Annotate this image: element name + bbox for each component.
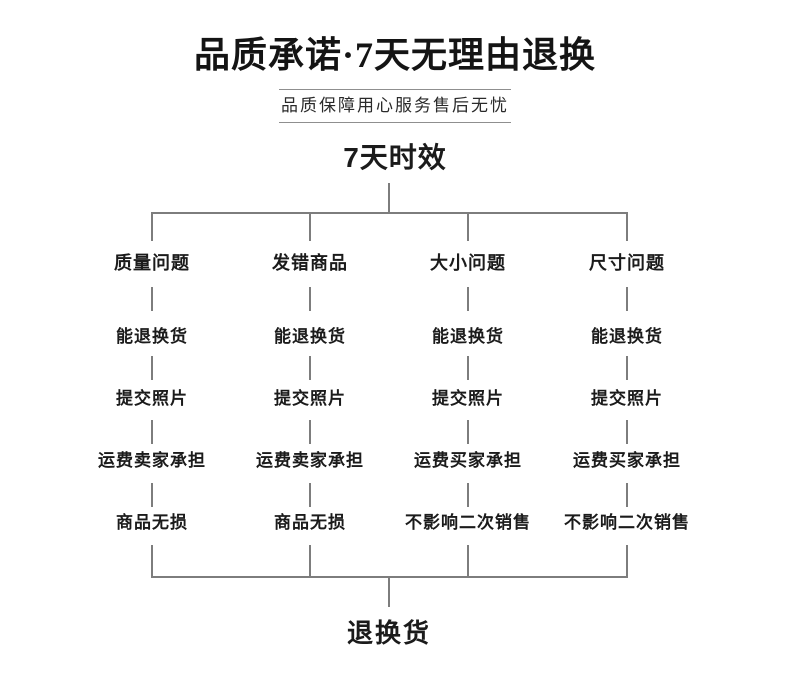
connector-line — [309, 356, 311, 380]
connector-line — [309, 287, 311, 311]
connector-tick-col3 — [467, 214, 469, 241]
flow-column-header: 大小问题 — [430, 253, 506, 273]
connector-line — [626, 287, 628, 311]
flow-column-header: 尺寸问题 — [589, 253, 665, 273]
page-subtitle: 品质保障用心服务售后无忧 — [279, 89, 511, 124]
connector-line — [151, 287, 153, 311]
connector-line — [467, 420, 469, 444]
connector-line — [467, 356, 469, 380]
flow-step: 不影响二次销售 — [564, 513, 690, 532]
flow-step: 运费卖家承担 — [256, 451, 364, 470]
page-title: 品质承诺·7天无理由退换 — [193, 35, 596, 75]
connector-line — [626, 545, 628, 576]
connector-line — [626, 420, 628, 444]
connector-line — [151, 356, 153, 380]
connector-line — [467, 287, 469, 311]
connector-tick-col2 — [309, 214, 311, 241]
flow-step: 能退换货 — [591, 327, 663, 346]
flow-column-header: 质量问题 — [114, 253, 190, 273]
connector-line — [151, 420, 153, 444]
flow-step: 提交照片 — [116, 389, 188, 408]
flow-step: 提交照片 — [432, 389, 504, 408]
connector-result-drop — [388, 576, 390, 607]
connector-tick-col1 — [151, 214, 153, 241]
connector-line — [467, 545, 469, 576]
connector-tick-col4 — [626, 214, 628, 241]
connector-root-drop — [388, 183, 390, 212]
flow-step: 运费卖家承担 — [98, 451, 206, 470]
connector-line — [309, 545, 311, 576]
connector-branch-top — [151, 212, 628, 214]
connector-line — [309, 483, 311, 507]
flow-root-label: 7天时效 — [343, 142, 447, 173]
connector-line — [626, 356, 628, 380]
flow-step: 运费买家承担 — [414, 451, 522, 470]
flow-step: 商品无损 — [274, 513, 346, 532]
flow-step: 提交照片 — [274, 389, 346, 408]
flow-result-label: 退换货 — [346, 618, 432, 648]
flow-step: 能退换货 — [432, 327, 504, 346]
connector-line — [467, 483, 469, 507]
flow-step: 不影响二次销售 — [405, 513, 531, 532]
connector-line — [151, 483, 153, 507]
connector-line — [626, 483, 628, 507]
flow-step: 能退换货 — [116, 327, 188, 346]
connector-line — [309, 420, 311, 444]
flow-column-header: 发错商品 — [272, 253, 348, 273]
flow-step: 提交照片 — [591, 389, 663, 408]
flow-step: 商品无损 — [116, 513, 188, 532]
flow-step: 能退换货 — [274, 327, 346, 346]
flow-step: 运费买家承担 — [573, 451, 681, 470]
connector-line — [151, 545, 153, 576]
